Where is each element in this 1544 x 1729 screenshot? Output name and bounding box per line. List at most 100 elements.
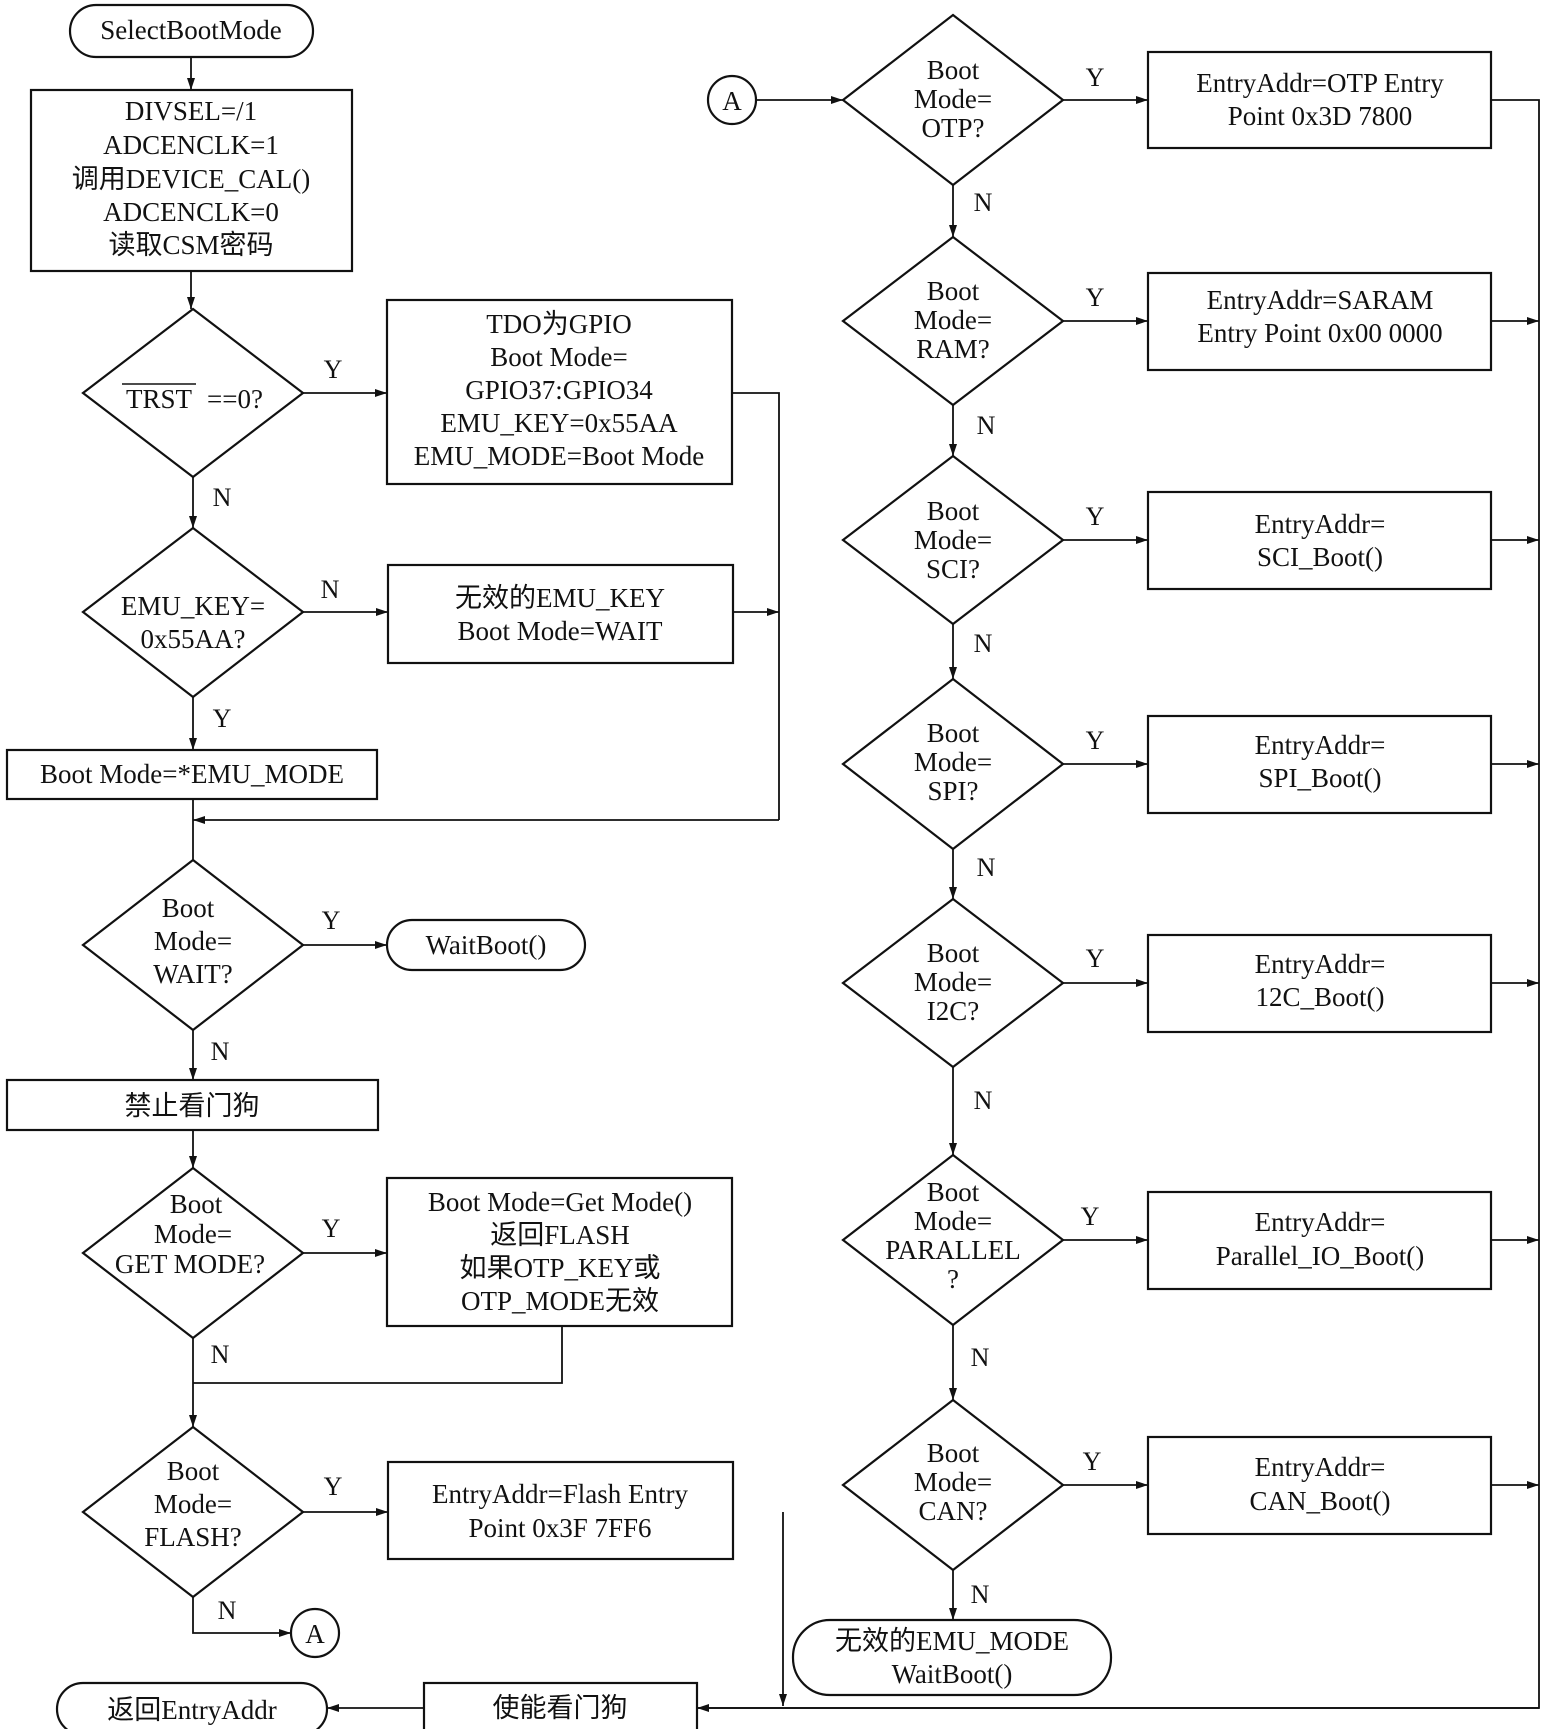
svg-text:WaitBoot(): WaitBoot()	[426, 930, 547, 960]
svg-text:12C_Boot(): 12C_Boot()	[1255, 982, 1384, 1012]
no-label: N	[213, 483, 232, 512]
svg-text:TRST: TRST	[126, 384, 193, 414]
svg-text:禁止看门狗: 禁止看门狗	[125, 1091, 260, 1121]
svg-text:调用DEVICE_CAL(): 调用DEVICE_CAL()	[72, 164, 310, 194]
yes-label: Y	[324, 1472, 343, 1501]
svg-text:Boot: Boot	[927, 55, 980, 85]
svg-text:Mode=: Mode=	[914, 305, 992, 335]
no-label: N	[974, 188, 993, 217]
svg-text:返回EntryAddr: 返回EntryAddr	[107, 1695, 276, 1725]
no-label: N	[977, 411, 996, 440]
wait-decision: Boot Mode= WAIT?	[81, 858, 305, 1032]
svg-text:A: A	[305, 1619, 325, 1649]
svg-text:ADCENCLK=0: ADCENCLK=0	[103, 197, 279, 227]
flow-connectors	[187, 57, 1540, 1712]
can-decision: Boot Mode= CAN?	[841, 1398, 1065, 1572]
ram-decision: Boot Mode= RAM?	[841, 235, 1065, 407]
bootmode-emu-block: Boot Mode=*EMU_MODE	[5, 748, 379, 801]
svg-text:EntryAddr=Flash Entry: EntryAddr=Flash Entry	[432, 1479, 688, 1509]
svg-text:Boot: Boot	[927, 1177, 980, 1207]
svg-text:SPI_Boot(): SPI_Boot()	[1258, 763, 1381, 793]
parallel-decision: Boot Mode= PARALLEL ?	[841, 1153, 1065, 1327]
svg-text:==0?: ==0?	[207, 384, 263, 414]
svg-text:SelectBootMode: SelectBootMode	[100, 15, 281, 45]
svg-text:Entry Point 0x00 0000: Entry Point 0x00 0000	[1197, 318, 1442, 348]
spi-entry-block: EntryAddr= SPI_Boot()	[1146, 714, 1493, 815]
svg-text:GPIO37:GPIO34: GPIO37:GPIO34	[465, 375, 653, 405]
ram-entry-block: EntryAddr=SARAM Entry Point 0x00 0000	[1146, 271, 1493, 372]
svg-text:I2C?: I2C?	[927, 996, 979, 1026]
trst-yes-block: TDO为GPIO Boot Mode= GPIO37:GPIO34 EMU_KE…	[385, 298, 734, 486]
no-label: N	[974, 1086, 993, 1115]
no-label: N	[211, 1340, 230, 1369]
svg-text:EntryAddr=SARAM: EntryAddr=SARAM	[1207, 285, 1434, 315]
svg-text:Boot: Boot	[167, 1456, 220, 1486]
yes-label: Y	[1083, 1447, 1102, 1476]
svg-text:无效的EMU_MODE: 无效的EMU_MODE	[835, 1626, 1069, 1656]
svg-text:Point 0x3D 7800: Point 0x3D 7800	[1228, 101, 1413, 131]
svg-text:WAIT?: WAIT?	[153, 959, 232, 989]
waitboot-terminal: WaitBoot()	[385, 918, 587, 972]
no-label: N	[977, 853, 996, 882]
svg-text:SCI?: SCI?	[926, 554, 980, 584]
svg-text:EntryAddr=: EntryAddr=	[1255, 509, 1386, 539]
svg-text:WaitBoot(): WaitBoot()	[892, 1659, 1013, 1689]
getmode-decision: Boot Mode= GET MODE?	[81, 1166, 305, 1340]
svg-text:ADCENCLK=1: ADCENCLK=1	[103, 130, 279, 160]
yes-label: Y	[1086, 726, 1105, 755]
yes-label: Y	[322, 906, 341, 935]
yes-label: Y	[322, 1214, 341, 1243]
emukey-decision: EMU_KEY= 0x55AA?	[81, 526, 305, 699]
yes-label: Y	[1086, 63, 1105, 92]
svg-text:Boot: Boot	[162, 893, 215, 923]
branch-labels: Y N N Y Y N Y N Y N Y N Y N Y N Y N Y N …	[211, 63, 1105, 1625]
no-label: N	[211, 1037, 230, 1066]
svg-text:Mode=: Mode=	[914, 747, 992, 777]
svg-text:Mode=: Mode=	[914, 967, 992, 997]
no-label: N	[321, 575, 340, 604]
flash-decision: Boot Mode= FLASH?	[81, 1425, 305, 1599]
svg-text:Boot Mode=WAIT: Boot Mode=WAIT	[458, 616, 663, 646]
svg-text:EntryAddr=: EntryAddr=	[1255, 730, 1386, 760]
i2c-entry-block: EntryAddr= 12C_Boot()	[1146, 933, 1493, 1034]
emukey-no-block: 无效的EMU_KEY Boot Mode=WAIT	[386, 563, 735, 665]
svg-text:FLASH?: FLASH?	[144, 1522, 242, 1552]
svg-text:EMU_KEY=0x55AA: EMU_KEY=0x55AA	[440, 408, 678, 438]
svg-text:SCI_Boot(): SCI_Boot()	[1257, 542, 1383, 572]
svg-text:0x55AA?: 0x55AA?	[141, 624, 246, 654]
svg-text:EMU_KEY=: EMU_KEY=	[121, 591, 265, 621]
can-entry-block: EntryAddr= CAN_Boot()	[1146, 1435, 1493, 1536]
invalid-emu-mode-terminal: 无效的EMU_MODE WaitBoot()	[791, 1618, 1113, 1697]
svg-text:Boot: Boot	[927, 718, 980, 748]
svg-text:读取CSM密码: 读取CSM密码	[108, 230, 273, 260]
svg-text:无效的EMU_KEY: 无效的EMU_KEY	[455, 583, 665, 613]
i2c-decision: Boot Mode= I2C?	[841, 897, 1065, 1069]
svg-text:Mode=: Mode=	[914, 1467, 992, 1497]
svg-text:EntryAddr=: EntryAddr=	[1255, 1207, 1386, 1237]
svg-text:返回FLASH: 返回FLASH	[490, 1220, 630, 1250]
getmode-block: Boot Mode=Get Mode() 返回FLASH 如果OTP_KEY或 …	[385, 1176, 734, 1328]
no-label: N	[971, 1343, 990, 1372]
svg-text:Boot: Boot	[927, 938, 980, 968]
svg-text:Boot Mode=*EMU_MODE: Boot Mode=*EMU_MODE	[40, 759, 344, 789]
svg-text:Mode=: Mode=	[914, 1206, 992, 1236]
svg-text:EntryAddr=OTP Entry: EntryAddr=OTP Entry	[1196, 68, 1444, 98]
svg-text:EntryAddr=: EntryAddr=	[1255, 1452, 1386, 1482]
otp-entry-block: EntryAddr=OTP Entry Point 0x3D 7800	[1146, 50, 1493, 150]
yes-label: Y	[324, 355, 343, 384]
svg-text:Boot: Boot	[170, 1189, 223, 1219]
otp-decision: Boot Mode= OTP?	[841, 13, 1065, 187]
svg-text:OTP?: OTP?	[922, 113, 985, 143]
sci-entry-block: EntryAddr= SCI_Boot()	[1146, 490, 1493, 591]
no-label: N	[974, 629, 993, 658]
init-block: DIVSEL=/1 ADCENCLK=1 调用DEVICE_CAL() ADCE…	[29, 88, 354, 273]
svg-text:使能看门狗: 使能看门狗	[493, 1693, 628, 1723]
svg-text:EntryAddr=: EntryAddr=	[1255, 949, 1386, 979]
svg-text:Boot Mode=: Boot Mode=	[490, 342, 627, 372]
disable-watchdog-block: 禁止看门狗	[5, 1078, 380, 1132]
no-label: N	[971, 1580, 990, 1609]
svg-text:Mode=: Mode=	[154, 1219, 232, 1249]
svg-text:Boot Mode=Get Mode(): Boot Mode=Get Mode()	[428, 1187, 692, 1217]
svg-text:?: ?	[947, 1264, 959, 1294]
